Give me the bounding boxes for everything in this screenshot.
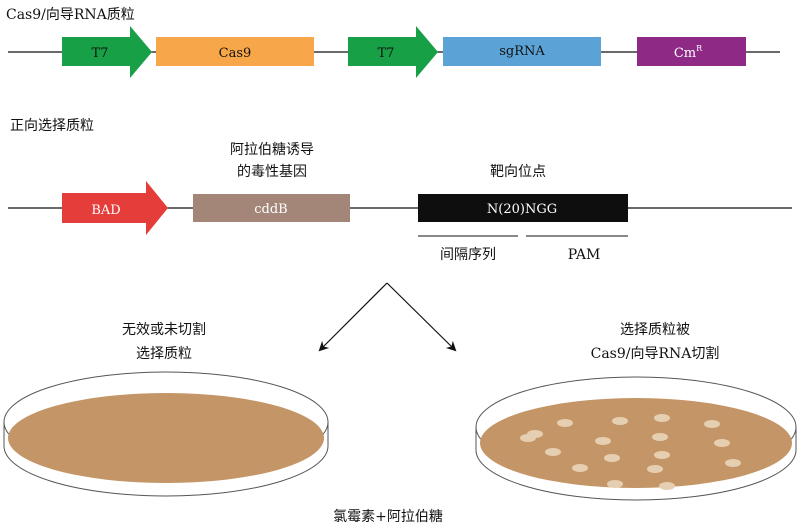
colony [612, 417, 628, 425]
colony [520, 434, 536, 442]
toxic-caption-line2: 的毒性基因 [237, 163, 307, 180]
medium-label: 氯霉素+阿拉伯糖 [333, 509, 443, 525]
target-site: N(20)NGG [418, 194, 628, 222]
right-caption-line2: Cas9/向导RNA切割 [591, 345, 720, 362]
bad-promoter: BAD [62, 181, 168, 235]
cas9-gene: Cas9 [156, 37, 314, 66]
colony [704, 420, 720, 428]
arrow-to-left-outcome [318, 282, 388, 352]
cddb-label: cddB [254, 202, 287, 217]
colony [572, 464, 588, 472]
colony [545, 448, 561, 456]
petri-dish-left [3, 371, 329, 497]
colony [557, 419, 573, 427]
left-caption-line1: 无效或未切割 [122, 321, 206, 338]
arrow-to-right-outcome [386, 282, 457, 352]
agar-right [480, 398, 792, 488]
colony [652, 433, 668, 441]
colony [654, 451, 670, 459]
colony [714, 439, 730, 447]
colony [595, 437, 611, 445]
toxic-caption-line1: 阿拉伯糖诱导 [230, 142, 314, 158]
cmr-label: CmR [674, 44, 703, 61]
right-caption-line1: 选择质粒被 [620, 322, 690, 338]
target-sequence-label: N(20)NGG [487, 202, 557, 217]
cddb-gene: cddB [193, 194, 350, 222]
t7-promoter-1: T7 [62, 26, 152, 78]
colony [647, 465, 663, 473]
colony [607, 480, 623, 488]
colony [725, 459, 741, 467]
sgrna-gene: sgRNA [443, 37, 601, 66]
agar-left [8, 393, 324, 483]
t7-promoter-2: T7 [348, 26, 438, 78]
colony [604, 454, 620, 462]
t7-1-label: T7 [92, 46, 109, 61]
t7-2-label: T7 [378, 46, 395, 61]
cmr-gene: CmR [637, 37, 746, 66]
target-site-caption: 靶向位点 [490, 164, 546, 180]
cas9-label: Cas9 [219, 46, 252, 61]
colony [659, 482, 675, 490]
sgrna-label: sgRNA [499, 44, 545, 59]
spacer-label: 间隔序列 [440, 247, 496, 263]
bad-label: BAD [91, 203, 120, 218]
left-caption-line2: 选择质粒 [136, 346, 192, 362]
plasmid2-title: 正向选择质粒 [10, 118, 94, 134]
colony [654, 414, 670, 422]
plasmid1-title: Cas9/向导RNA质粒 [6, 7, 135, 23]
pam-label: PAM [568, 247, 601, 263]
colonies [520, 414, 741, 490]
petri-dish-right [475, 376, 797, 501]
